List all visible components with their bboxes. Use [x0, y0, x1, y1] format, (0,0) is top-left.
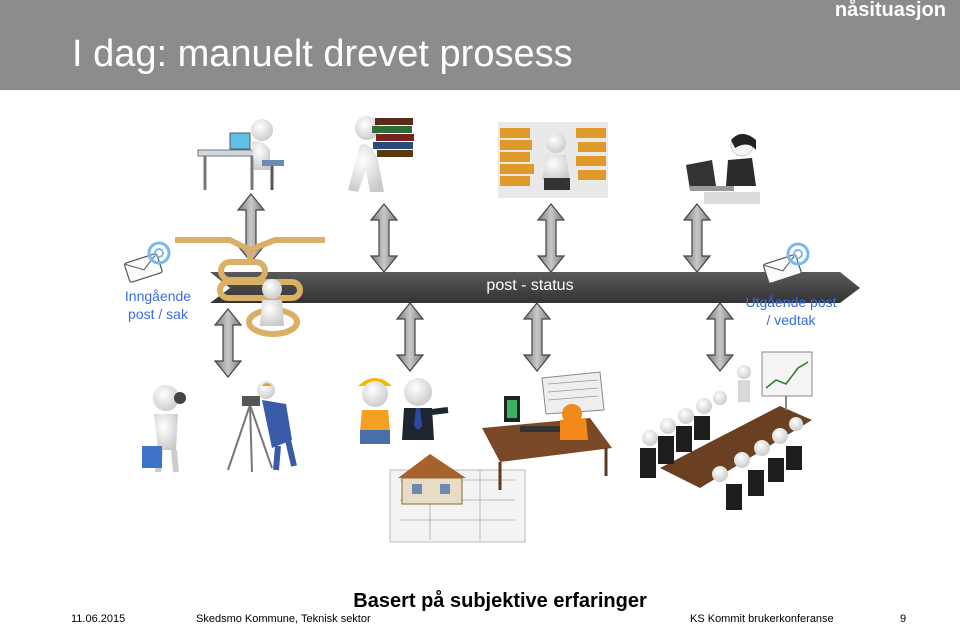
house-blueprint-icon [389, 454, 526, 543]
footer-event: KS Kommit brukerkonferanse [690, 613, 834, 625]
surveyor-icon [227, 381, 297, 473]
arrow-lower-1 [214, 308, 242, 378]
footer-caption: Basert på subjektive erfaringer [353, 590, 647, 612]
inspector-briefcase-icon [142, 385, 186, 473]
outgoing-label: Utgående post / vedtak [735, 293, 847, 329]
process-bar-label: post - status [486, 277, 574, 294]
arrow-lower-2 [396, 302, 424, 372]
meeting-room-icon [640, 351, 813, 510]
header-bar: I dag: manuelt drevet prosess nåsituasjo… [0, 0, 960, 90]
books-carrier-icon [348, 116, 414, 192]
process-bar [210, 272, 860, 303]
binders-office-icon [498, 122, 608, 198]
section-tag: nåsituasjon [834, 0, 946, 21]
outgoing-label-line1: Utgående post [745, 294, 837, 310]
footer-date: 11.06.2015 [71, 613, 126, 625]
builder-businessman-icon [358, 378, 449, 444]
arrow-upper-4 [683, 203, 711, 273]
footer-page-number: 9 [900, 613, 907, 625]
laptop-woman-icon [686, 133, 760, 204]
arrow-upper-2 [370, 203, 398, 273]
footer-organization: Skedsmo Kommune, Teknisk sektor [196, 613, 371, 625]
arrow-lower-4 [706, 302, 734, 372]
incoming-label-line2: post / sak [128, 306, 188, 322]
arrow-lower-3 [523, 302, 551, 372]
flowchart-person-icon [175, 237, 325, 337]
incoming-label-line1: Inngående [124, 288, 192, 304]
computer-worker-icon [197, 119, 284, 190]
arrow-upper-3 [537, 203, 565, 273]
envelope-email-icon [122, 241, 171, 285]
desk-newspaper-icon [482, 371, 612, 490]
page-title: I dag: manuelt drevet prosess [72, 33, 573, 75]
outgoing-label-line2: / vedtak [766, 312, 816, 328]
incoming-label: Inngående post / sak [108, 287, 208, 323]
